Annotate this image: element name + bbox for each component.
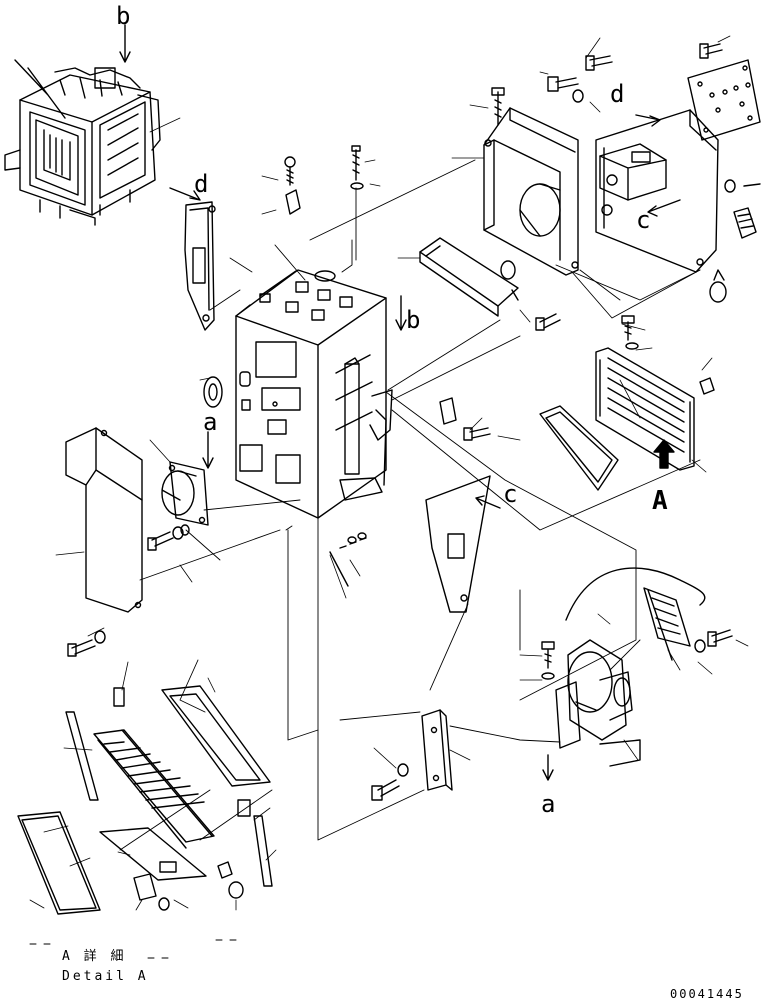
bolt-lower-right [694,629,733,653]
callout-b-right: b [406,306,421,334]
fan-housing [483,107,579,276]
a-arrow-left [202,431,214,469]
callout-b-top: b [116,2,131,30]
duct-cover [65,427,143,613]
bolts-upper-right [547,43,761,303]
bolt-left-mid [67,524,190,657]
side-panel-d [184,201,216,331]
callout-a-left: a [203,408,218,436]
detail-a-filter [17,811,101,915]
b-arrow-right [395,295,407,331]
view-a-label: A [652,486,668,516]
view-a-arrow [653,439,675,469]
screw-top-center [284,145,364,215]
blower-motor [541,639,641,767]
wire-harness [565,567,706,621]
main-case [235,269,393,519]
detail-a-hardware [133,861,244,911]
detail-dashes [29,939,237,959]
assembled-unit [4,59,161,226]
detail-title-en: Detail A [62,969,149,984]
callout-d-right: d [610,80,625,108]
clip-center [439,397,491,441]
callout-c-mid: c [503,480,518,508]
d-arrow-left [169,187,201,201]
duct-adapter [161,461,209,526]
d-arrow-right [635,114,661,127]
gasket-ring [203,376,223,408]
plate-upper-right [687,59,761,141]
bolt-lower-center [371,763,409,801]
detail-a-louver [93,729,215,849]
resistor-panel [643,587,691,661]
connector-plug [733,207,757,239]
control-module [599,143,667,201]
louver-grille [595,315,715,471]
c-arrow-mid [475,495,501,509]
drawing-number: 00041445 [670,987,744,1001]
c-arrow-right [647,199,681,217]
detail-title-jp: A 詳 細 [62,949,127,964]
detail-a-strips [65,687,273,887]
control-box-cover [595,109,719,273]
bracket-c [425,475,491,613]
support-bracket [419,237,519,317]
callout-c-right: c [636,206,651,234]
callout-a-bottom: a [541,790,556,818]
leader-lines [29,35,749,911]
bolt-top-right-a [491,87,505,126]
bracket-lower [421,709,453,791]
assembly-lines [119,159,701,851]
a-arrow-bottom [542,754,554,781]
bolt-mid-right [535,313,561,331]
pin-spring [329,532,367,587]
b-arrow-top [119,24,131,63]
filter-pad [539,405,619,491]
callout-d-left: d [194,170,209,198]
detail-a-gasket-frame [161,685,271,787]
detail-a-plate [99,827,207,881]
